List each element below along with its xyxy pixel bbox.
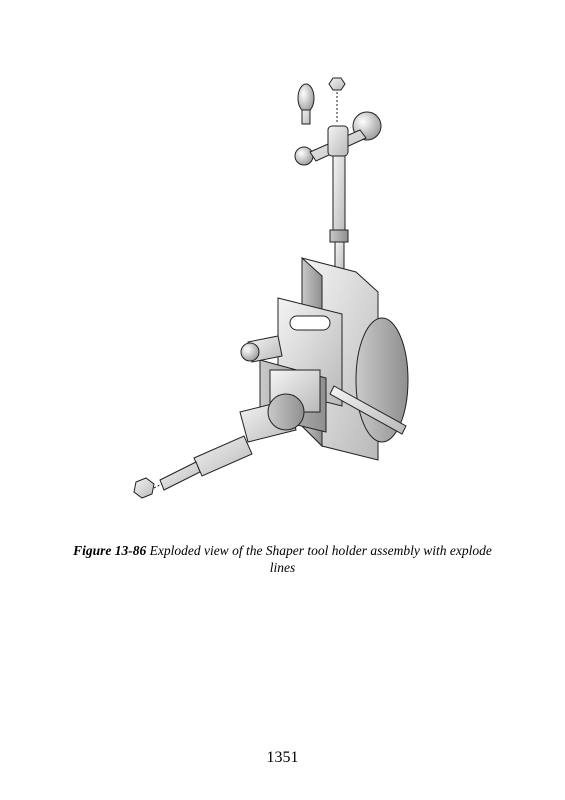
side-pin xyxy=(329,385,407,435)
figure-label: Figure 13-86 xyxy=(73,543,147,558)
tool-shank xyxy=(193,435,253,477)
clapper-slot xyxy=(289,315,331,331)
hex-nut-bottom xyxy=(133,477,155,499)
figure-caption-text: Exploded view of the Shaper tool holder … xyxy=(149,543,492,575)
handle-knob-top xyxy=(297,83,315,113)
feed-screw-shaft xyxy=(332,155,346,237)
crank-ball-left xyxy=(294,146,314,166)
handle-knob-stem xyxy=(301,109,311,125)
figure-caption: Figure 13-86 Exploded view of the Shaper… xyxy=(60,542,505,576)
tool-bit xyxy=(159,461,201,491)
page-number: 1351 xyxy=(266,749,299,766)
shaft-collar xyxy=(329,229,349,243)
hex-nut-top xyxy=(328,77,346,91)
crank-hub xyxy=(327,125,349,157)
explode-line-bottom xyxy=(153,483,163,489)
exploded-assembly-illustration xyxy=(120,60,440,510)
